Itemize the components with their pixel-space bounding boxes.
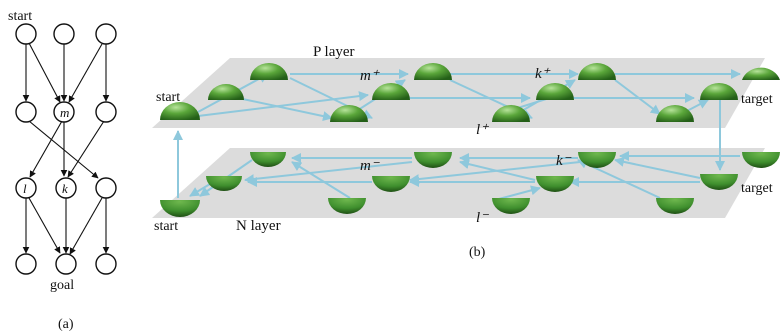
p-node-m-plus [372, 83, 410, 100]
target-label-bottom: target [741, 181, 773, 196]
node-k [55, 177, 77, 199]
p-layer-nodes [160, 63, 780, 122]
n-edge [614, 156, 701, 179]
node-goal [55, 253, 77, 275]
n-node-m-minus [372, 176, 410, 192]
panel-a-nodes [15, 23, 117, 275]
node-m-label: m [60, 105, 69, 120]
p-edge [614, 79, 661, 115]
n-node [414, 152, 452, 168]
start-label-bottom: start [154, 219, 178, 234]
node [95, 177, 117, 199]
edge [69, 197, 103, 255]
node [95, 253, 117, 275]
n-node-target [700, 174, 738, 190]
n-node-k-minus [536, 176, 574, 192]
p-node-l-plus [492, 105, 530, 122]
p-node-k-plus [578, 63, 616, 80]
node [15, 253, 37, 275]
p-node-start [160, 102, 200, 120]
node-l [15, 177, 37, 199]
node [95, 101, 117, 123]
edge [28, 197, 61, 254]
k-plus-label: k⁺ [535, 66, 551, 82]
m-plus-label: m⁺ [360, 68, 380, 84]
p-edge [197, 91, 369, 117]
start-label-top: start [156, 90, 180, 105]
node-start [15, 23, 37, 45]
k-minus-label: k⁻ [556, 153, 572, 169]
edge [67, 120, 105, 178]
p-edge [684, 99, 709, 113]
l-plus-label: l⁺ [476, 122, 489, 138]
p-edge [237, 97, 333, 122]
goal-label: goal [50, 278, 74, 293]
n-edge [244, 161, 413, 185]
panel-b-caption: (b) [469, 245, 486, 260]
node [95, 23, 117, 45]
edge [29, 120, 63, 178]
n-node [578, 152, 616, 168]
n-edge [189, 183, 211, 197]
n-edge [459, 159, 536, 181]
p-node [536, 83, 574, 100]
node-l-label: l [23, 181, 27, 196]
n-node [742, 152, 780, 168]
p-node [250, 63, 288, 80]
l-minus-label: l⁻ [476, 210, 489, 226]
panel-a-caption: (a) [58, 317, 74, 332]
edge [28, 42, 61, 103]
node [53, 23, 75, 45]
n-node-start [160, 200, 200, 217]
target-label-top: target [741, 92, 773, 107]
node-m [53, 101, 75, 123]
panel-a-edges [22, 42, 110, 255]
edge [68, 43, 103, 103]
panel-a-graph: start m l k goal (a) [8, 9, 117, 332]
node [15, 101, 37, 123]
p-node [208, 84, 244, 100]
n-layer-label: N layer [236, 218, 281, 234]
m-minus-label: m⁻ [360, 158, 380, 174]
node-k-label: k [62, 181, 68, 196]
p-node [742, 67, 780, 80]
n-node [656, 198, 694, 214]
n-node [328, 198, 366, 214]
p-layer-label: P layer [313, 44, 355, 60]
n-node [250, 152, 286, 167]
panel-b-diagram: P layer N layer start start target targe… [152, 44, 780, 260]
p-node [330, 105, 368, 122]
n-node-l-minus [492, 198, 530, 214]
p-node-target [700, 83, 738, 100]
p-node [414, 63, 452, 80]
n-node [206, 176, 242, 191]
start-label-a: start [8, 9, 32, 24]
n-layer-nodes [160, 152, 780, 217]
n-edge [291, 161, 351, 199]
p-node [656, 105, 694, 122]
